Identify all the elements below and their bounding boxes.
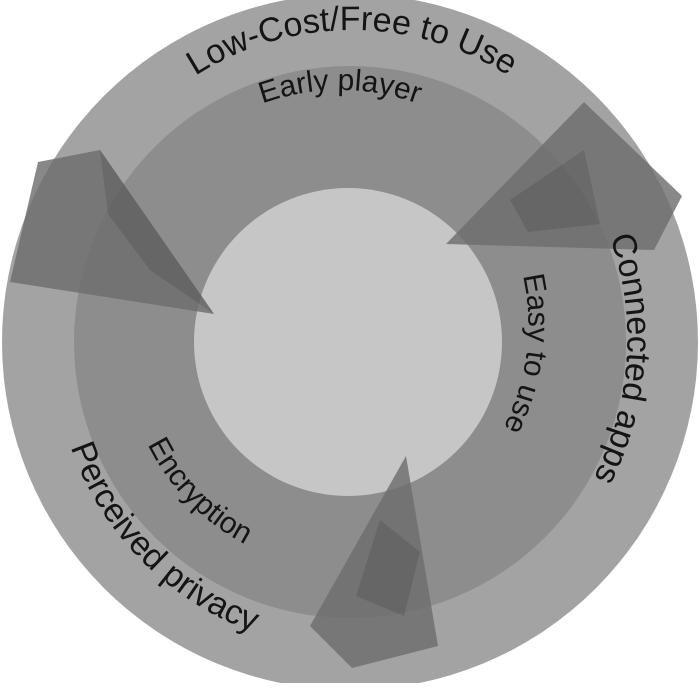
arrow-bottom xyxy=(310,456,438,668)
core-circle xyxy=(194,188,502,496)
arrow-top-right xyxy=(446,102,682,250)
arrow-left xyxy=(10,150,214,314)
